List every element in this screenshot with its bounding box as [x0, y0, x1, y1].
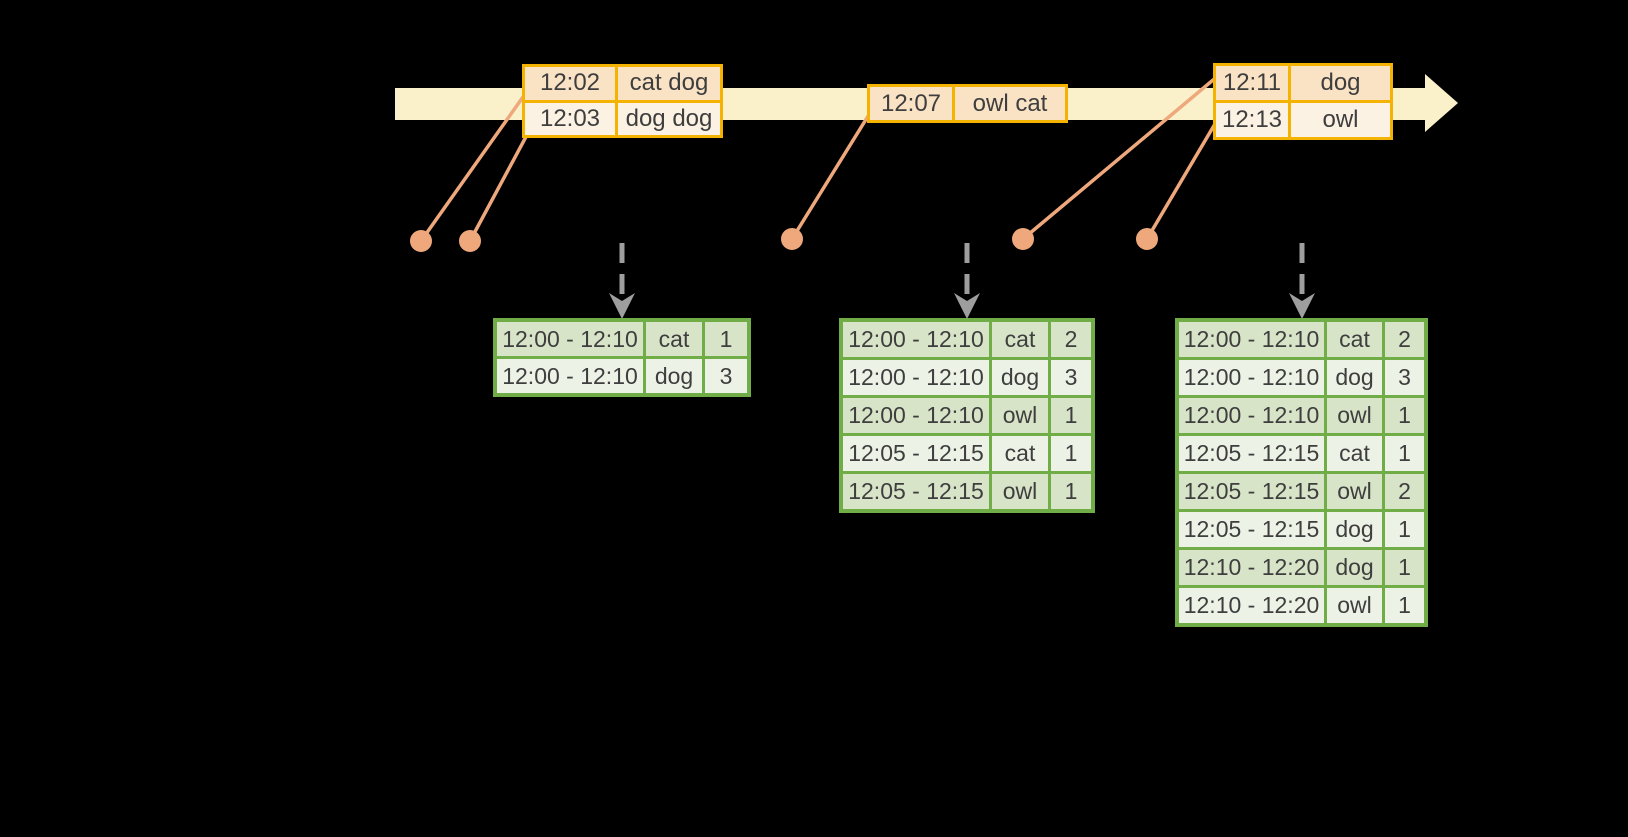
window-cell: 12:05 - 12:15 — [843, 474, 989, 509]
word-cell: cat — [1327, 322, 1382, 357]
result-table-1: 12:00 - 12:10 cat 1 12:00 - 12:10 dog 3 — [493, 318, 751, 397]
count-cell: 2 — [1385, 322, 1424, 357]
result-table-2: 12:00 - 12:10 cat 2 12:00 - 12:10 dog 3 … — [839, 318, 1095, 513]
event-words-cell: owl cat — [955, 87, 1065, 120]
word-cell: dog — [1327, 360, 1382, 395]
count-cell: 3 — [705, 359, 747, 393]
word-cell: cat — [992, 322, 1048, 357]
word-cell: owl — [992, 398, 1048, 433]
trigger-arrow-icon — [1289, 243, 1315, 319]
event-table-3: 12:11 dog 12:13 owl — [1213, 63, 1393, 140]
event-dot-icon — [1136, 228, 1158, 250]
word-cell: owl — [1327, 588, 1382, 623]
count-cell: 3 — [1385, 360, 1424, 395]
event-dot-icon — [459, 230, 481, 252]
word-cell: cat — [1327, 436, 1382, 471]
word-cell: owl — [1327, 474, 1382, 509]
connector-line — [790, 98, 880, 241]
window-cell: 12:00 - 12:10 — [1179, 360, 1324, 395]
event-words-cell: dog — [1291, 66, 1390, 100]
count-cell: 1 — [1385, 398, 1424, 433]
word-cell: cat — [646, 322, 702, 356]
count-cell: 1 — [1051, 398, 1091, 433]
event-time-cell: 12:11 — [1216, 66, 1288, 100]
window-cell: 12:00 - 12:10 — [1179, 322, 1324, 357]
count-cell: 1 — [1385, 550, 1424, 585]
event-words-cell: owl — [1291, 103, 1390, 137]
result-table-3: 12:00 - 12:10 cat 2 12:00 - 12:10 dog 3 … — [1175, 318, 1428, 627]
event-words-cell: dog dog — [618, 102, 720, 135]
word-cell: dog — [646, 359, 702, 393]
count-cell: 1 — [1385, 436, 1424, 471]
word-cell: owl — [1327, 398, 1382, 433]
word-cell: dog — [1327, 512, 1382, 547]
count-cell: 1 — [1051, 474, 1091, 509]
window-cell: 12:05 - 12:15 — [1179, 512, 1324, 547]
window-cell: 12:00 - 12:10 — [843, 360, 989, 395]
timeline-arrow-icon — [1425, 74, 1458, 132]
connector-line — [468, 118, 537, 243]
event-time-cell: 12:03 — [525, 102, 615, 135]
window-cell: 12:00 - 12:10 — [843, 398, 989, 433]
connector-line — [419, 78, 537, 243]
window-cell: 12:05 - 12:15 — [1179, 474, 1324, 509]
count-cell: 2 — [1385, 474, 1424, 509]
window-cell: 12:00 - 12:10 — [497, 359, 643, 393]
event-dot-icon — [410, 230, 432, 252]
trigger-arrow-icon — [954, 243, 980, 319]
event-table-1: 12:02 cat dog 12:03 dog dog — [522, 64, 723, 138]
window-cell: 12:00 - 12:10 — [843, 322, 989, 357]
event-time-cell: 12:07 — [870, 87, 952, 120]
event-table-2: 12:07 owl cat — [867, 84, 1068, 123]
window-cell: 12:10 - 12:20 — [1179, 550, 1324, 585]
word-cell: dog — [1327, 550, 1382, 585]
event-dot-icon — [1012, 228, 1034, 250]
event-dot-icon — [781, 228, 803, 250]
event-time-cell: 12:02 — [525, 67, 615, 100]
trigger-arrow-icon — [609, 243, 635, 319]
event-time-cell: 12:13 — [1216, 103, 1288, 137]
count-cell: 1 — [1385, 588, 1424, 623]
window-cell: 12:00 - 12:10 — [1179, 398, 1324, 433]
window-cell: 12:05 - 12:15 — [843, 436, 989, 471]
event-words-cell: cat dog — [618, 67, 720, 100]
window-cell: 12:10 - 12:20 — [1179, 588, 1324, 623]
count-cell: 3 — [1051, 360, 1091, 395]
word-cell: cat — [992, 436, 1048, 471]
connector-line — [1021, 68, 1227, 241]
connector-line — [1145, 110, 1224, 241]
window-cell: 12:00 - 12:10 — [497, 322, 643, 356]
count-cell: 1 — [1051, 436, 1091, 471]
count-cell: 1 — [1385, 512, 1424, 547]
word-cell: owl — [992, 474, 1048, 509]
count-cell: 2 — [1051, 322, 1091, 357]
count-cell: 1 — [705, 322, 747, 356]
window-cell: 12:05 - 12:15 — [1179, 436, 1324, 471]
word-cell: dog — [992, 360, 1048, 395]
